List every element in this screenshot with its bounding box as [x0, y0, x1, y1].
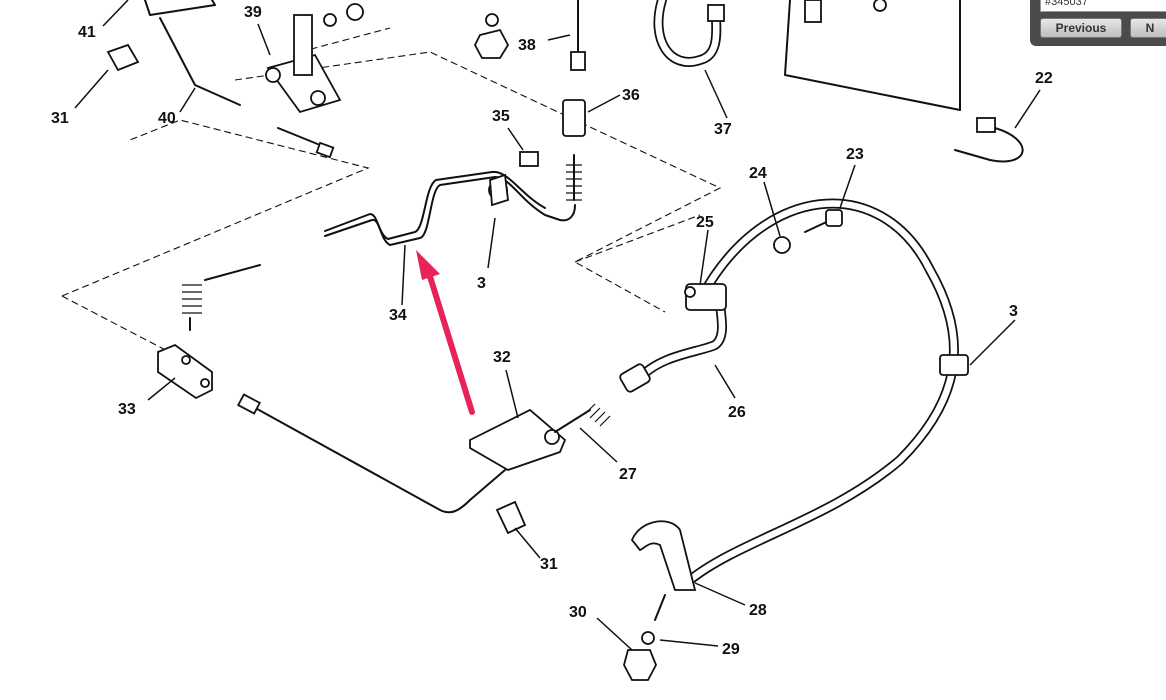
- callout-28: 28: [749, 602, 767, 619]
- line-22: [784, 0, 1024, 163]
- callout-35: 35: [492, 108, 510, 125]
- callout-27: 27: [619, 466, 637, 483]
- callout-31: 31: [51, 110, 69, 127]
- callout-41: 41: [78, 24, 96, 41]
- callout-38: 38: [518, 37, 536, 54]
- bracket-39: [265, 3, 364, 114]
- callout-24: 24: [749, 165, 767, 182]
- callout-3: 3: [477, 275, 486, 292]
- callout-32: 32: [493, 349, 511, 366]
- callout-39: 39: [244, 4, 262, 21]
- callout-30: 30: [569, 604, 587, 621]
- callout-29: 29: [722, 641, 740, 658]
- callout-31: 31: [540, 556, 558, 573]
- callout-25: 25: [696, 214, 714, 231]
- callout-34: 34: [389, 307, 407, 324]
- callout-22: 22: [1035, 70, 1053, 87]
- callout-26: 26: [728, 404, 746, 421]
- callout-36: 36: [622, 87, 640, 104]
- hose-37: [653, 0, 725, 67]
- callout-leaders: [74, 0, 1041, 651]
- assembly-plane-lines: [61, 27, 722, 369]
- bracket-41-rod-40: [144, 0, 335, 159]
- part-number-field[interactable]: #345037: [1040, 0, 1166, 12]
- block-33-line: [157, 343, 506, 514]
- hose-28-loop: [623, 198, 969, 681]
- callout-3: 3: [1009, 303, 1018, 320]
- navigation-panel: #345037 Previous N: [1030, 0, 1166, 46]
- callout-33: 33: [118, 401, 136, 418]
- callout-37: 37: [714, 121, 732, 138]
- next-button[interactable]: N: [1130, 18, 1166, 38]
- callout-labels: 41 39 38 36 37 22 31 40 35 24 23 25 3 34…: [51, 4, 1053, 658]
- annotation-arrow: [416, 250, 475, 415]
- brake-line-34: [182, 151, 576, 331]
- fitting-top: [473, 13, 510, 59]
- callout-23: 23: [846, 146, 864, 163]
- hose-26: [619, 300, 727, 393]
- clips-31: [106, 43, 527, 535]
- callout-40: 40: [158, 110, 176, 127]
- previous-button[interactable]: Previous: [1040, 18, 1122, 38]
- line-38-fitting-36: [562, 0, 586, 201]
- bracket-32-fitting-27: [469, 403, 611, 471]
